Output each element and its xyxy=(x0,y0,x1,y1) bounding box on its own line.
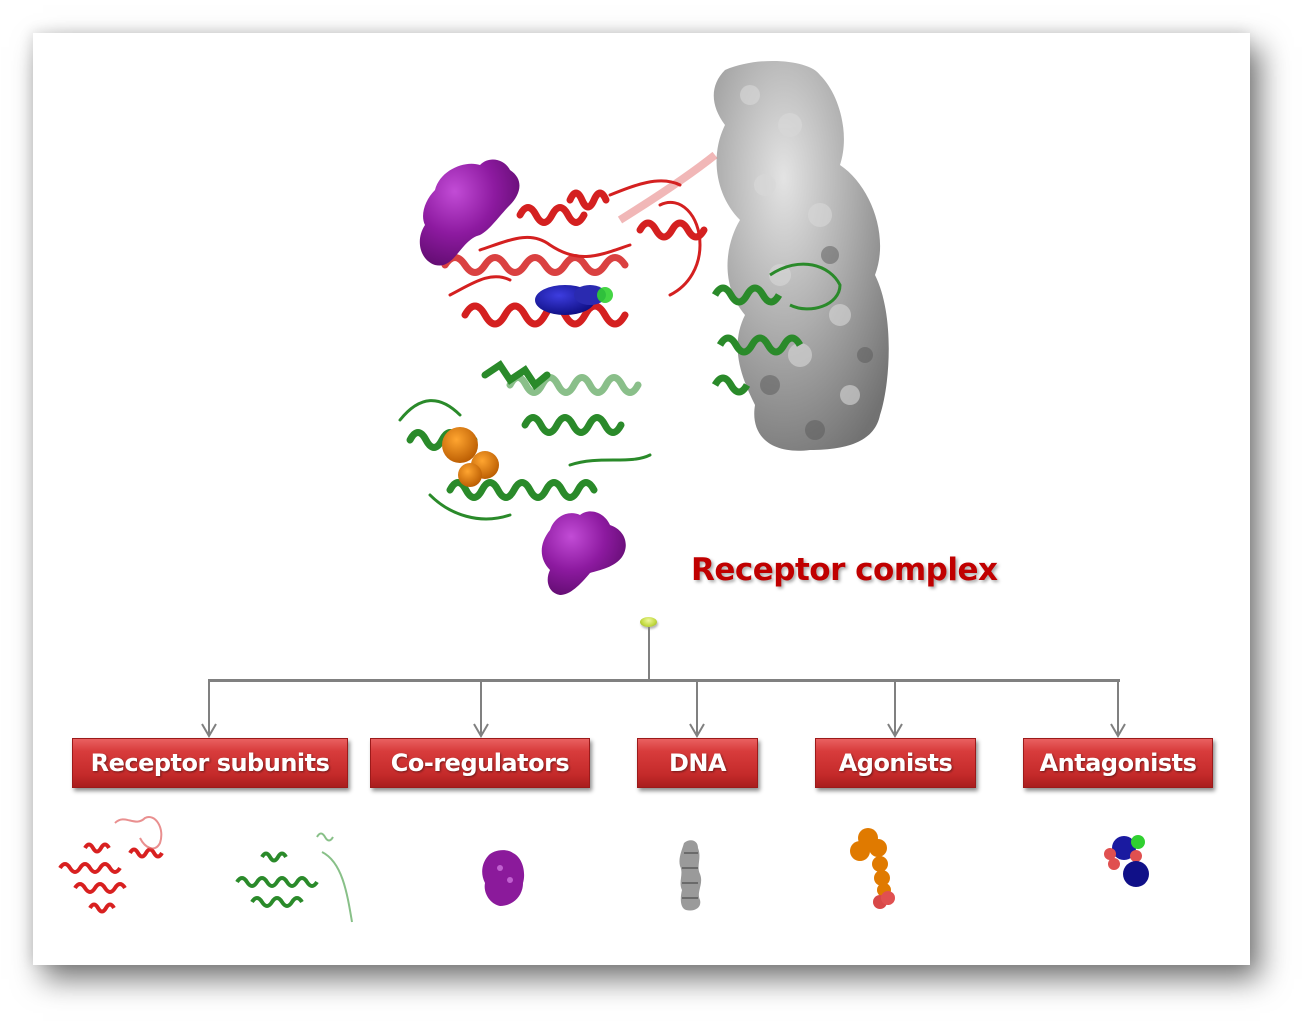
green-receptor-thumbnail xyxy=(235,832,353,923)
agonist-ligand xyxy=(442,427,499,487)
agonist-thumbnail xyxy=(850,828,895,909)
coregulator-surface-1 xyxy=(419,159,520,266)
antagonist-thumbnail xyxy=(1104,835,1149,887)
red-receptor-thumbnail xyxy=(58,816,164,914)
green-receptor-subunit xyxy=(398,360,652,521)
root-node xyxy=(640,617,657,627)
connector-horizontal xyxy=(208,679,1120,682)
coregulator-surface-2 xyxy=(541,511,626,595)
receptor-complex-illustration xyxy=(398,60,889,595)
slide-card xyxy=(33,33,1250,965)
linker-ribbon xyxy=(617,151,718,224)
connector-trunk xyxy=(648,627,650,680)
coregulator-thumbnail xyxy=(482,850,525,906)
red-receptor-subunit xyxy=(441,179,708,328)
category-co-regulators: Co-regulators xyxy=(370,738,590,788)
dna-surface xyxy=(713,60,889,451)
connector-arrows xyxy=(201,680,1126,738)
category-receptor-subunits: Receptor subunits xyxy=(72,738,348,788)
category-agonists: Agonists xyxy=(815,738,976,788)
diagram-title: Receptor complex xyxy=(691,552,998,588)
dna-binding-domain xyxy=(711,262,842,396)
dna-thumbnail xyxy=(679,840,702,911)
category-dna: DNA xyxy=(637,738,758,788)
category-antagonists: Antagonists xyxy=(1023,738,1213,788)
